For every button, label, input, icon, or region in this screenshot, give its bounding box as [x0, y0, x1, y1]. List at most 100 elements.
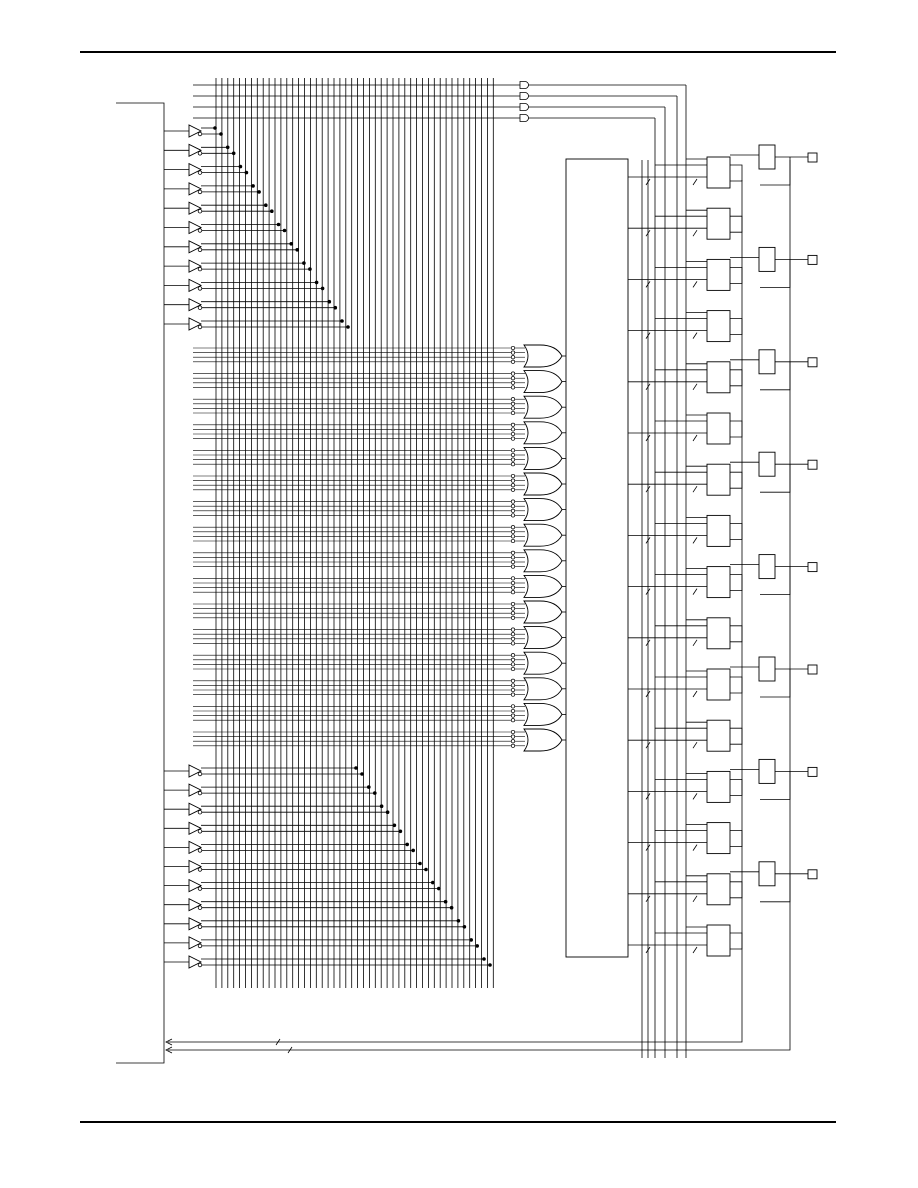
- macrocell: [628, 770, 743, 803]
- fuse-node: [510, 550, 516, 555]
- connection-dot: [424, 867, 428, 872]
- buffer-triangle: [188, 297, 203, 312]
- register-feedback: [730, 471, 743, 489]
- or-gate: [523, 344, 563, 368]
- macrocell-register: [706, 258, 731, 291]
- fuse-node: [510, 406, 516, 411]
- feedback-lines: [165, 160, 791, 1058]
- bus-slash: [275, 1038, 281, 1046]
- fuse-node: [510, 478, 516, 483]
- input-buffer: [164, 201, 274, 215]
- bus-slash: [692, 434, 698, 442]
- register-feedback: [730, 932, 743, 950]
- arrow-head: [165, 1046, 173, 1054]
- inverter-bubble: [197, 886, 203, 891]
- buffer-triangle: [188, 220, 203, 235]
- macrocell: [628, 258, 743, 291]
- macrocell: [628, 873, 743, 906]
- bus-slash: [692, 332, 698, 339]
- and-array-columns: [215, 78, 494, 988]
- inverter-bubble: [197, 189, 203, 195]
- output-buffer: [758, 656, 776, 682]
- bus-slash: [692, 793, 698, 800]
- macrocell: [628, 719, 743, 752]
- input-buffer: [164, 162, 249, 177]
- fuse-node: [510, 487, 516, 492]
- buffer-triangle: [188, 821, 203, 836]
- fuse-node: [510, 576, 516, 581]
- fuse-node: [510, 718, 516, 723]
- register-feedback: [730, 215, 743, 233]
- connection-dot: [392, 823, 397, 828]
- or-gate: [523, 574, 563, 598]
- inverter-bubble: [197, 266, 203, 272]
- output-pins: [730, 144, 818, 903]
- inverter-bubble: [197, 943, 203, 949]
- connection-dot: [443, 899, 448, 904]
- macrocell-register: [706, 668, 731, 701]
- inverter-bubble: [197, 790, 203, 796]
- header-rule: [80, 51, 836, 53]
- fuse-node: [510, 739, 516, 744]
- connection-dot: [320, 286, 325, 291]
- output-pin: [807, 766, 818, 777]
- footer-rule: [80, 1121, 836, 1123]
- fuse-node: [510, 508, 516, 513]
- fuse-node: [510, 692, 516, 697]
- connection-dot: [333, 305, 338, 310]
- fuse-node: [510, 611, 516, 616]
- connection-dot: [213, 126, 217, 130]
- connection-dot: [360, 772, 364, 776]
- fuse-node: [510, 636, 516, 641]
- inverter-bubble: [197, 324, 203, 330]
- fuse-node: [510, 397, 516, 402]
- connection-dot: [431, 880, 435, 885]
- buffer-triangle: [188, 764, 203, 778]
- control-buffer: [519, 92, 529, 100]
- fuse-node: [510, 534, 516, 539]
- output-buffer: [758, 144, 776, 170]
- output-cell: [730, 144, 818, 186]
- output-pin: [807, 254, 818, 265]
- connection-dot: [302, 261, 306, 265]
- or-gate: [523, 498, 563, 522]
- macrocell-register: [706, 463, 731, 496]
- control-buffer: [519, 81, 529, 89]
- fuse-node: [510, 359, 516, 364]
- input-buffer: [164, 783, 377, 797]
- register-feedback: [730, 779, 743, 796]
- or-gate: [523, 651, 563, 675]
- buffer-triangle: [188, 124, 203, 138]
- fuse-node: [510, 657, 516, 662]
- output-buffer: [758, 554, 776, 580]
- connection-dot: [270, 209, 274, 213]
- fuse-node: [510, 525, 516, 530]
- fuse-node: [510, 410, 516, 416]
- fuse-node: [510, 559, 516, 565]
- bottom-input-buffers: [164, 764, 492, 969]
- inverter-bubble: [197, 208, 203, 214]
- output-cell: [730, 246, 818, 288]
- macrocell-register: [706, 822, 731, 855]
- fuse-node: [510, 601, 516, 607]
- fuse-node: [510, 504, 516, 509]
- register-feedback: [730, 420, 743, 438]
- connection-dot: [385, 810, 390, 814]
- product-term-lines: [193, 345, 525, 748]
- register-feedback: [730, 727, 743, 745]
- connection-dot: [219, 132, 223, 136]
- inverter-bubble: [197, 228, 203, 233]
- fuse-node: [510, 452, 516, 458]
- buffer-triangle: [188, 878, 203, 893]
- buffer-triangle: [188, 955, 203, 969]
- connection-dot: [488, 963, 492, 967]
- fuse-node: [510, 734, 516, 739]
- connection-dot: [251, 184, 255, 188]
- register-feedback: [730, 523, 743, 540]
- buffer-triangle: [188, 859, 203, 874]
- feedback-return: [168, 180, 743, 1043]
- connection-dot: [411, 848, 416, 853]
- arrow-head: [165, 1038, 173, 1046]
- input-buffer: [164, 840, 416, 855]
- macrocell-register: [706, 207, 731, 240]
